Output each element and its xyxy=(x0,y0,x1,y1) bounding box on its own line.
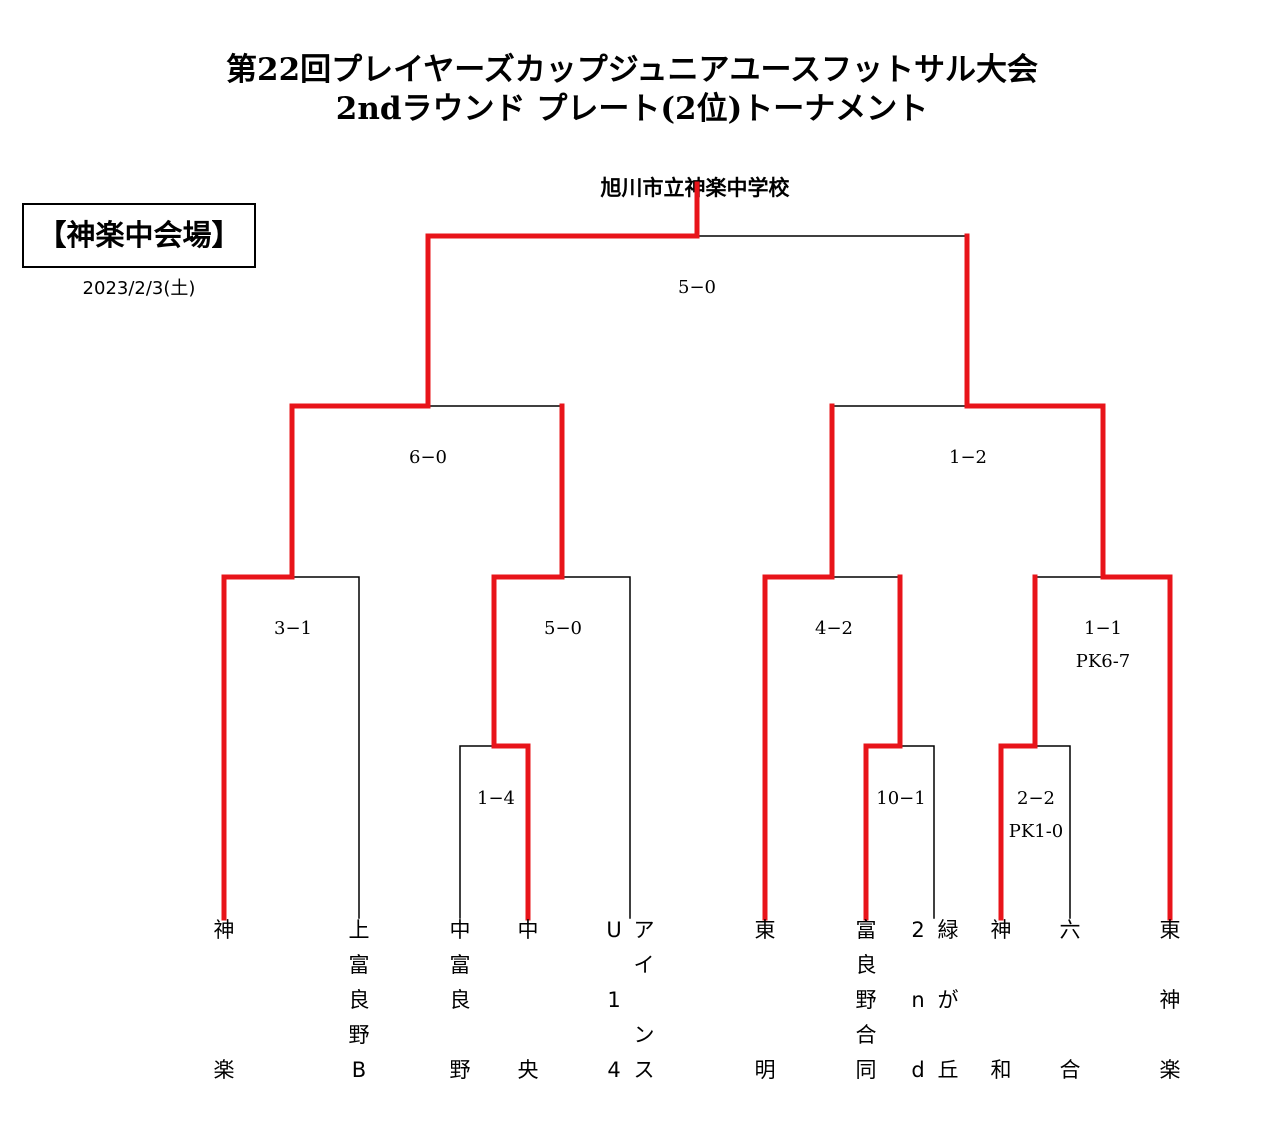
team-name-char: B xyxy=(351,1058,367,1082)
team-name-char: 緑 xyxy=(937,918,959,942)
team-name-char: 合 xyxy=(855,1023,877,1047)
team-name-char: が xyxy=(937,988,959,1012)
team-name-char: 央 xyxy=(517,1058,539,1082)
team-name-char: 野 xyxy=(348,1023,370,1047)
team-name-char: 楽 xyxy=(213,1058,235,1082)
winner-line xyxy=(1100,403,1173,921)
venue-label: 【神楽中会場】 xyxy=(22,203,256,268)
team-name-char: 東 xyxy=(754,918,776,942)
winner-line xyxy=(863,574,903,921)
tournament-title: 第22回プレイヤーズカップジュニアユースフットサル大会 xyxy=(226,52,1038,88)
r1b-score: 10−1 xyxy=(876,788,926,809)
team-name-char: ス xyxy=(633,1058,655,1082)
qf1-score: 3−1 xyxy=(274,618,312,639)
team-name-char: ン xyxy=(633,1023,655,1047)
bracket-line xyxy=(561,576,631,919)
winner-line xyxy=(964,233,1106,409)
winner-line xyxy=(491,574,565,921)
team-name-char: 野 xyxy=(855,988,877,1012)
team-name-char: 東 xyxy=(1159,918,1181,942)
winner-lines xyxy=(221,181,1173,921)
team-name-char: 明 xyxy=(754,1058,776,1082)
bracket-line xyxy=(459,745,495,919)
team-name-char: 合 xyxy=(1059,1058,1081,1082)
team-name-char: 上 xyxy=(348,918,370,942)
team-name-char: 中 xyxy=(517,918,539,942)
r1c-score: 2−2 xyxy=(1017,788,1055,809)
r1c-pk: PK1-0 xyxy=(1008,821,1064,842)
loser-lines xyxy=(291,235,1104,919)
team-name-char: 4 xyxy=(607,1058,621,1082)
team-name-char: 楽 xyxy=(1159,1058,1181,1082)
team-name-char: ア xyxy=(633,918,655,942)
bracket-line xyxy=(899,745,935,919)
team-name-char: 中 xyxy=(449,918,471,942)
team-name-char: 神 xyxy=(990,918,1012,942)
semi-left-score: 6−0 xyxy=(409,447,447,468)
team-name-char: 良 xyxy=(348,988,370,1012)
team-name-char: U xyxy=(606,918,622,942)
team-name-char: 六 xyxy=(1059,918,1081,942)
team-name-char: イ xyxy=(633,953,655,977)
team-name-char: 良 xyxy=(449,988,471,1012)
team-name-char: 富 xyxy=(855,918,877,942)
round-subtitle: 2ndラウンド プレート(2位)トーナメント xyxy=(335,91,929,127)
team-name-char: 1 xyxy=(607,988,621,1012)
winner-line xyxy=(425,181,700,239)
team-name-char: d xyxy=(911,1058,925,1082)
team-name-char: 富 xyxy=(348,953,370,977)
team-name-char: 同 xyxy=(855,1058,877,1082)
team-name-char: 富 xyxy=(449,953,471,977)
qf2-score: 5−0 xyxy=(544,618,582,639)
winner-line xyxy=(998,574,1038,921)
semi-right-score: 1−2 xyxy=(949,447,987,468)
team-name-char: n xyxy=(911,988,925,1012)
winner-line xyxy=(762,574,835,921)
bracket-line xyxy=(291,576,360,919)
r1a-score: 1−4 xyxy=(477,788,515,809)
winner-line xyxy=(221,403,295,921)
winner-line xyxy=(289,233,431,409)
qf4-score: 1−1 xyxy=(1084,618,1122,639)
team-name-char: 神 xyxy=(213,918,235,942)
final-score: 5−0 xyxy=(678,277,716,298)
team-name-char: 2 xyxy=(911,918,925,942)
match-date: 2023/2/3(土) xyxy=(82,278,196,299)
qf3-score: 4−2 xyxy=(815,618,853,639)
bracket-line xyxy=(1034,745,1071,919)
team-name-char: 野 xyxy=(449,1058,471,1082)
team-name-char: 和 xyxy=(990,1058,1012,1082)
team-name-char: 神 xyxy=(1159,988,1181,1012)
team-name-char: 良 xyxy=(855,953,877,977)
team-name-char: 丘 xyxy=(937,1058,959,1082)
qf4-pk: PK6-7 xyxy=(1075,651,1131,672)
